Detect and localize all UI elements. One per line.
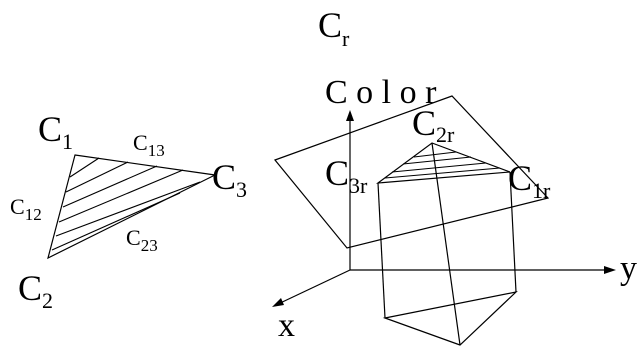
c12-label: C12 xyxy=(10,194,42,224)
left-triangle xyxy=(47,154,217,260)
c13-label: C13 xyxy=(133,130,165,160)
axes xyxy=(272,110,616,307)
x-axis-arrow xyxy=(272,298,284,307)
x-axis-label: x xyxy=(278,307,295,344)
prism-top-hatching xyxy=(384,151,501,179)
c2r-label: C2r xyxy=(412,103,455,147)
y-axis-label: y xyxy=(620,250,637,287)
prism xyxy=(375,142,518,346)
left-triangle-hatching xyxy=(51,157,201,251)
c1r-label: C1r xyxy=(508,158,551,203)
prism-edge-1 xyxy=(509,171,517,293)
c1-label: C1 xyxy=(38,109,73,154)
x-axis-line xyxy=(275,269,351,306)
c3-label: C3 xyxy=(212,157,247,202)
c3r-label: C3r xyxy=(325,153,368,198)
cr-label: Cr xyxy=(318,5,350,51)
color-axis-label: C o l o r xyxy=(325,74,437,111)
prism-edge-2 xyxy=(431,142,461,346)
color-plane xyxy=(273,95,550,249)
color-axis-arrow xyxy=(346,110,354,121)
prism-edge-3 xyxy=(377,182,386,319)
left-triangle-outline xyxy=(47,154,217,260)
y-axis-arrow xyxy=(604,266,616,274)
c2-label: C2 xyxy=(18,268,53,313)
c23-label: C23 xyxy=(126,225,158,255)
prism-bottom-triangle xyxy=(382,291,518,346)
